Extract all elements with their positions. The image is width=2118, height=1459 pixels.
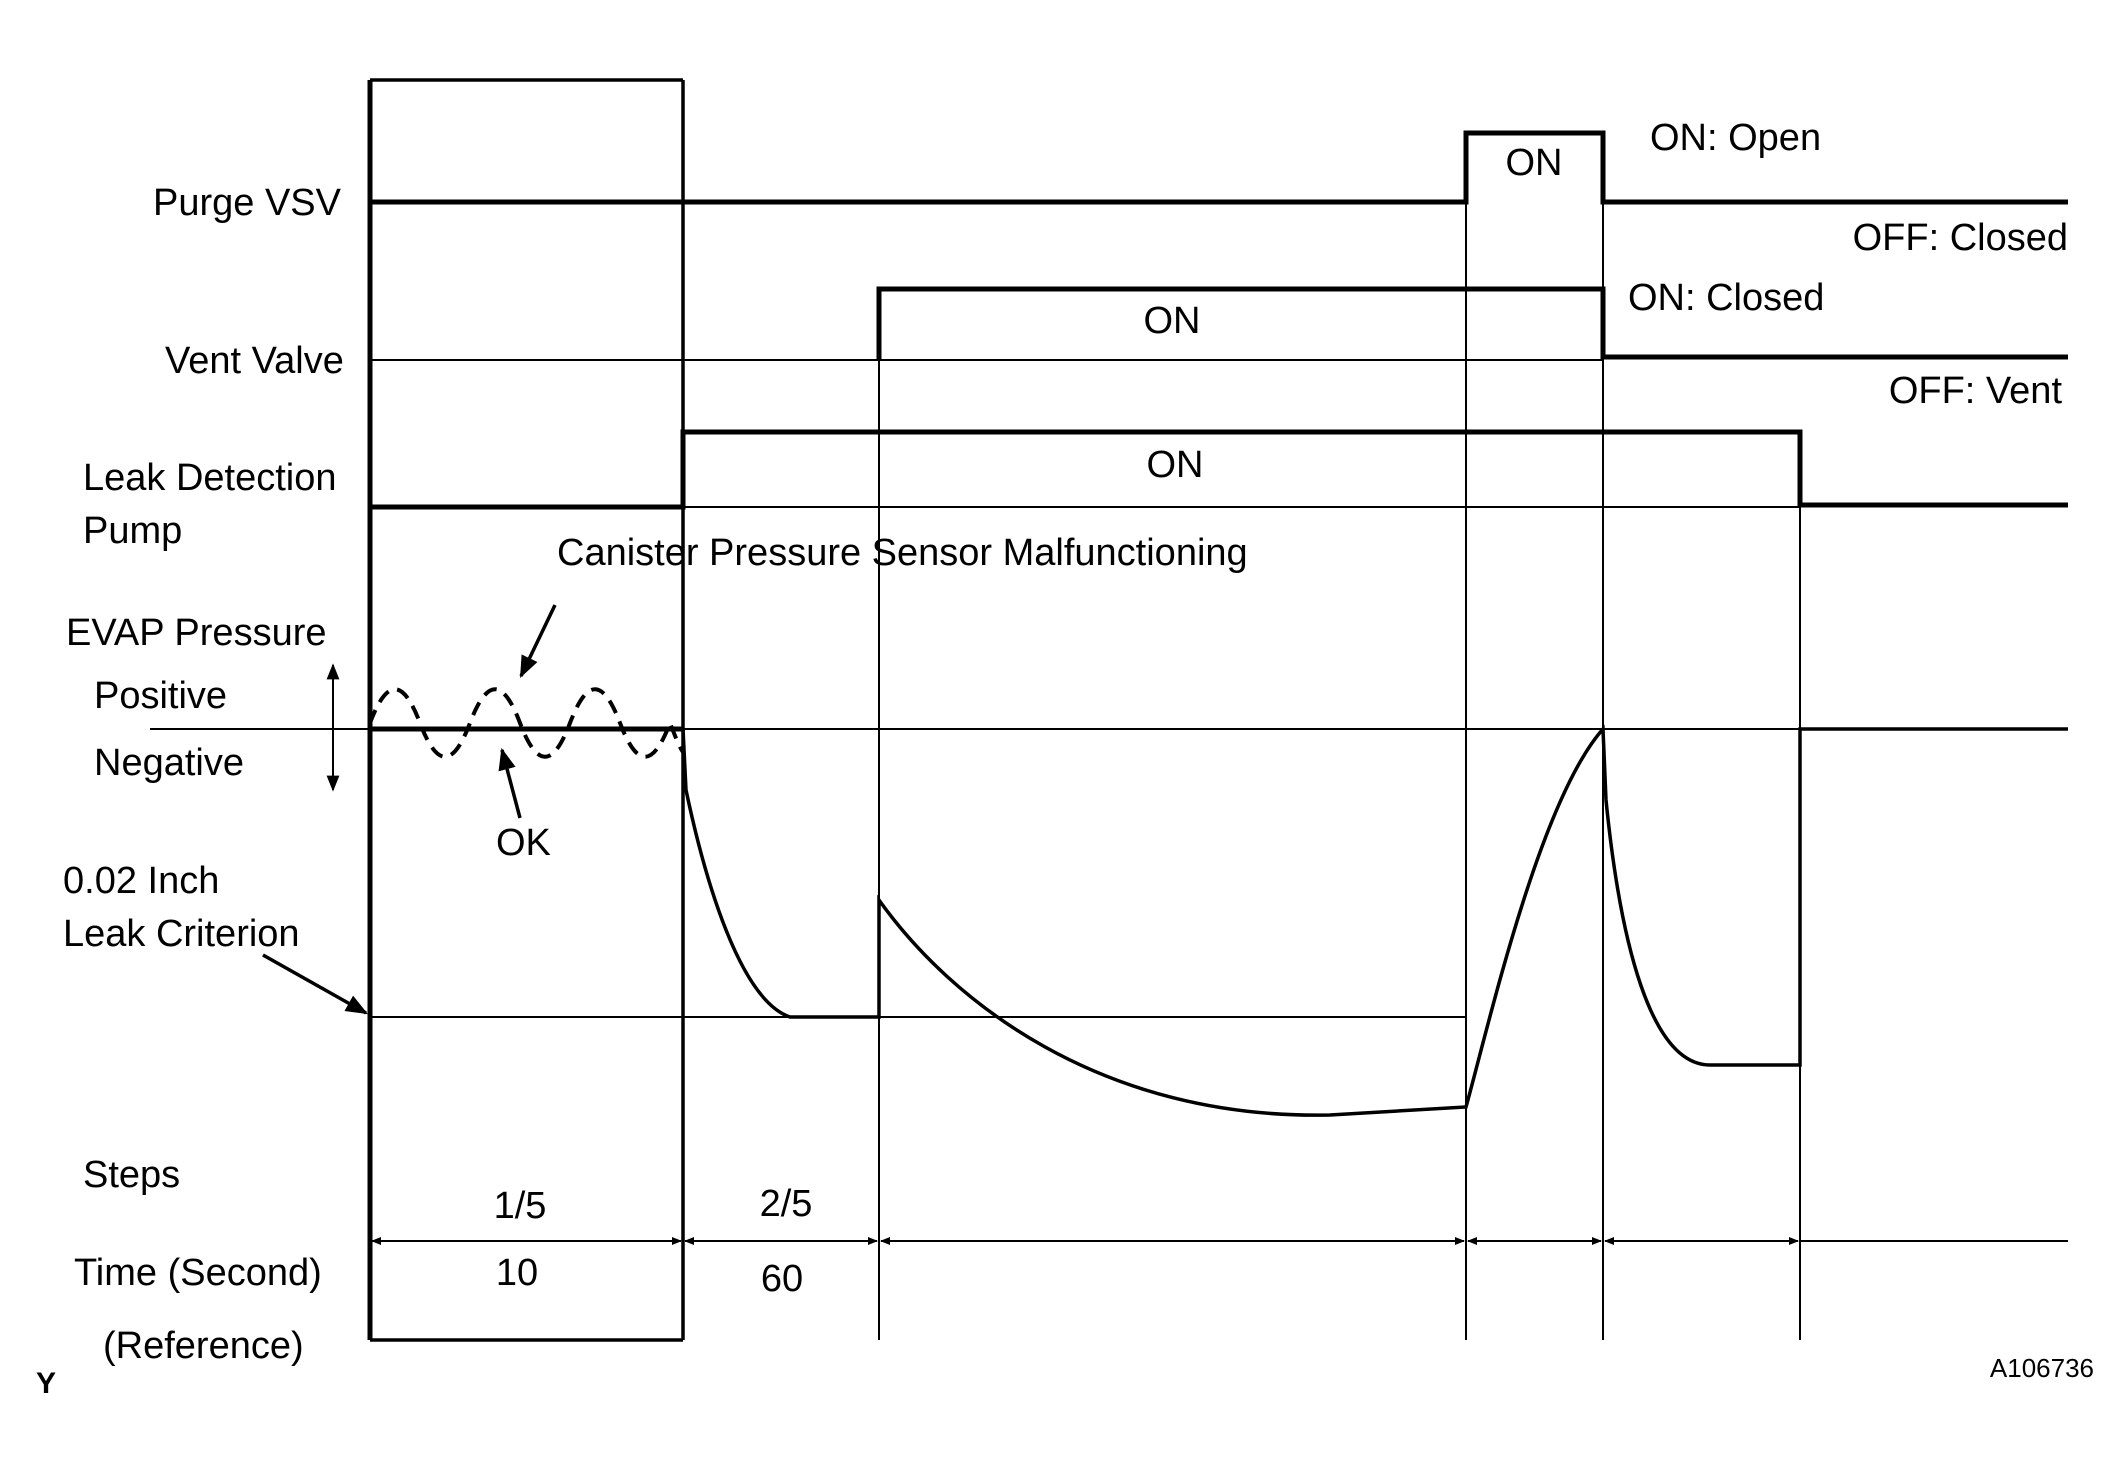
step-1-time: 10 — [496, 1252, 538, 1294]
figure-id: A106736 — [1990, 1353, 2094, 1383]
vent-valve-signal — [370, 286, 2068, 361]
purge-off-desc: OFF: Closed — [1853, 217, 2068, 259]
leak-pump-label-2: Pump — [83, 510, 182, 552]
ok-annotation: OK — [496, 822, 551, 864]
step-2-time: 60 — [761, 1258, 803, 1300]
annotation-arrows — [262, 604, 557, 1015]
purge-vsv-label: Purge VSV — [153, 182, 342, 224]
leak-pump-label-1: Leak Detection — [83, 457, 337, 499]
pump-on-label: ON — [1147, 444, 1204, 486]
step-1-frame — [367, 78, 685, 1342]
reference-label: (Reference) — [103, 1325, 304, 1367]
vent-off-desc: OFF: Vent — [1889, 370, 2063, 412]
purge-on-label: ON — [1506, 142, 1563, 184]
vent-on-label: ON — [1144, 300, 1201, 342]
vent-on-desc: ON: Closed — [1628, 277, 1824, 319]
criterion-label-1: 0.02 Inch — [63, 860, 219, 902]
evap-pressure-trace — [368, 687, 2068, 1117]
time-label: Time (Second) — [74, 1252, 322, 1294]
evap-pressure-axes — [150, 663, 2068, 1018]
vent-valve-label: Vent Valve — [165, 340, 344, 382]
steps-label: Steps — [83, 1154, 180, 1196]
criterion-label-2: Leak Criterion — [63, 913, 300, 955]
step-2-label: 2/5 — [760, 1183, 813, 1225]
purge-vsv-signal — [370, 130, 2068, 205]
positive-label: Positive — [94, 675, 227, 717]
step-1-label: 1/5 — [494, 1185, 547, 1227]
negative-label: Negative — [94, 742, 244, 784]
evap-pressure-label: EVAP Pressure — [66, 612, 327, 654]
corner-mark: Y — [36, 1367, 56, 1400]
malfunction-annotation: Canister Pressure Sensor Malfunctioning — [557, 532, 1248, 574]
purge-on-desc: ON: Open — [1650, 117, 1821, 159]
timing-dividers — [878, 200, 1801, 1340]
leak-pump-signal — [370, 429, 2068, 510]
